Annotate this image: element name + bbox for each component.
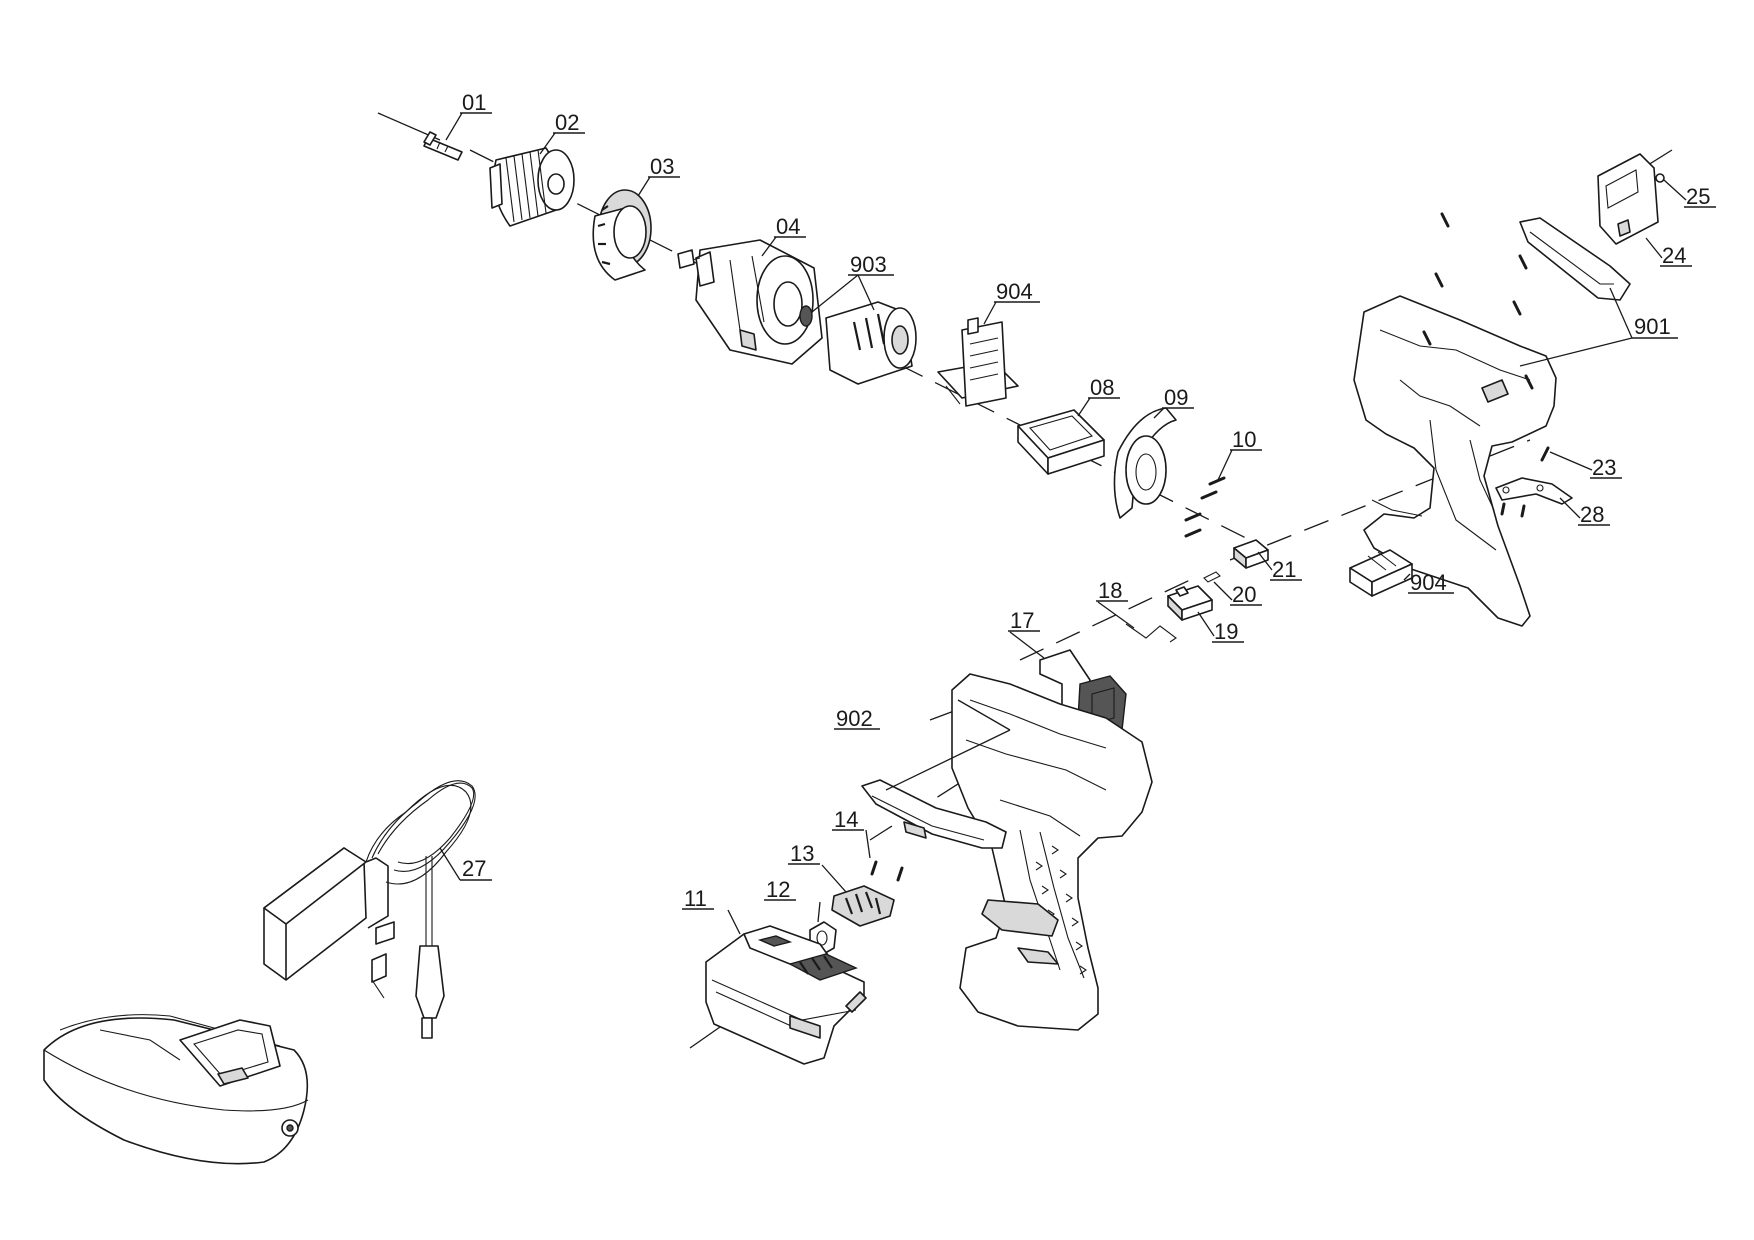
part-label-18: 18 — [1096, 578, 1128, 603]
right-housing-part — [1353, 212, 1631, 627]
part-label-09: 09 — [1162, 385, 1194, 410]
switch-block-part — [1233, 539, 1269, 569]
part-label-902: 902 — [834, 706, 880, 731]
svg-text:28: 28 — [1580, 502, 1604, 527]
svg-text:901: 901 — [1634, 314, 1671, 339]
part-label-01: 01 — [460, 90, 492, 115]
svg-text:904: 904 — [996, 279, 1033, 304]
part-label-20: 20 — [1230, 582, 1262, 607]
part-label-903: 903 — [848, 252, 894, 277]
svg-text:902: 902 — [836, 706, 873, 731]
part-label-04: 04 — [774, 214, 806, 239]
torque-ring-part — [592, 189, 652, 281]
part-label-14: 14 — [832, 807, 864, 832]
svg-text:04: 04 — [776, 214, 800, 239]
svg-text:904: 904 — [1410, 570, 1447, 595]
mounting-plate-part — [1017, 409, 1105, 475]
svg-text:09: 09 — [1164, 385, 1188, 410]
svg-text:18: 18 — [1098, 578, 1122, 603]
lever-wire-part — [1125, 623, 1177, 643]
part-label-12: 12 — [764, 877, 796, 902]
svg-text:03: 03 — [650, 154, 674, 179]
part-label-25: 25 — [1684, 184, 1716, 209]
left-housing-part — [861, 673, 1153, 1031]
part-label-13: 13 — [788, 841, 820, 866]
part-label-901: 901 — [1632, 314, 1678, 339]
svg-text:24: 24 — [1662, 243, 1686, 268]
small-screw-part — [1655, 173, 1665, 183]
svg-text:27: 27 — [462, 856, 486, 881]
terminal-block-part — [1349, 549, 1413, 597]
pcb-board-part — [937, 317, 1019, 407]
svg-text:13: 13 — [790, 841, 814, 866]
part-labels: 01 02 03 04 903 904 08 09 — [460, 90, 1716, 911]
svg-text:08: 08 — [1090, 375, 1114, 400]
svg-text:12: 12 — [766, 877, 790, 902]
part-label-24: 24 — [1660, 243, 1692, 268]
screws-group-14 — [870, 860, 904, 882]
svg-text:17: 17 — [1010, 608, 1034, 633]
charging-base-part — [43, 1014, 309, 1165]
motor-part — [799, 301, 917, 385]
belt-clip-part — [1495, 477, 1573, 518]
part-label-904-bottom: 904 — [1408, 570, 1454, 595]
screw-part-23 — [1540, 446, 1550, 462]
chuck-screw-part — [423, 131, 463, 161]
battery-contacts-part — [831, 885, 895, 927]
svg-text:21: 21 — [1272, 557, 1296, 582]
svg-text:14: 14 — [834, 807, 858, 832]
part-label-28: 28 — [1578, 502, 1610, 527]
wall-adapter-part — [263, 780, 476, 1039]
spring-part — [1203, 571, 1221, 583]
part-label-11: 11 — [682, 886, 714, 911]
svg-text:10: 10 — [1232, 427, 1256, 452]
svg-text:903: 903 — [850, 252, 887, 277]
part-label-21: 21 — [1270, 557, 1302, 582]
part-label-17: 17 — [1008, 608, 1040, 633]
svg-text:11: 11 — [684, 886, 707, 911]
svg-text:25: 25 — [1686, 184, 1710, 209]
battery-pack-part — [705, 925, 867, 1065]
screws-group-10 — [1184, 476, 1226, 538]
svg-text:20: 20 — [1232, 582, 1256, 607]
svg-text:01: 01 — [462, 90, 486, 115]
part-label-08: 08 — [1088, 375, 1120, 400]
part-label-03: 03 — [648, 154, 680, 179]
svg-text:23: 23 — [1592, 455, 1616, 480]
part-label-02: 02 — [553, 110, 585, 135]
part-label-27: 27 — [460, 856, 492, 881]
part-label-19: 19 — [1212, 619, 1244, 644]
part-label-23: 23 — [1590, 455, 1622, 480]
part-label-904-top: 904 — [994, 279, 1040, 304]
leader-lines — [439, 112, 1687, 935]
motor-mount-part — [1113, 407, 1177, 519]
svg-text:19: 19 — [1214, 619, 1238, 644]
release-button-part — [1597, 153, 1659, 245]
keyless-chuck-part — [489, 147, 575, 227]
direction-switch-part — [1167, 585, 1213, 621]
gearbox-part — [677, 239, 823, 365]
svg-text:02: 02 — [555, 110, 579, 135]
part-label-10: 10 — [1230, 427, 1262, 452]
